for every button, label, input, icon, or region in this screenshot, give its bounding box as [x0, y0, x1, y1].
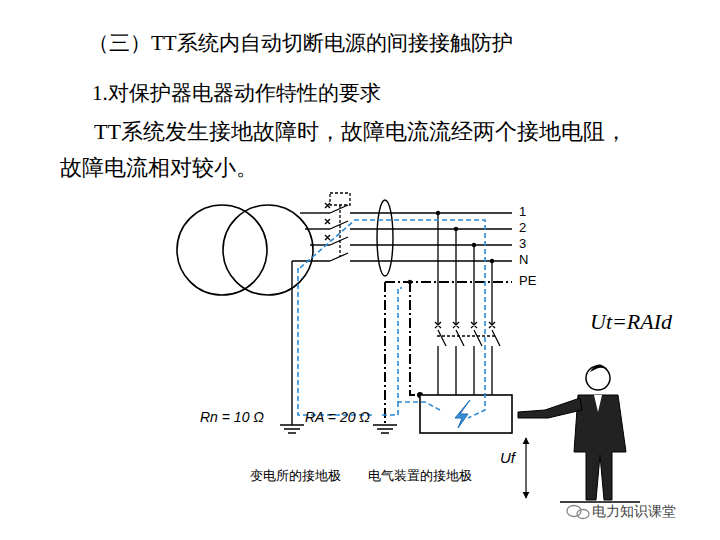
junction-dots: [408, 211, 494, 398]
resistance-value: RA = 20 Ω: [305, 408, 370, 426]
conductor-name: PE: [519, 273, 536, 289]
fault-current-path: [298, 220, 485, 418]
voltage-arrow: [525, 438, 526, 498]
earth-symbol: [280, 425, 304, 433]
section-heading: 1.对保护器电器动作特性的要求: [92, 80, 381, 106]
electrode-name: 电气装置的接地极: [368, 468, 472, 484]
conductor-name: N: [519, 252, 528, 268]
branch-switches: [435, 213, 500, 395]
fault-symbol: [455, 400, 470, 428]
voltage-name: Uf: [500, 448, 515, 467]
slide-title: （三）TT系统内自动切断电源的间接接触防护: [88, 30, 513, 56]
equipment-enclosure: [420, 395, 512, 433]
conductor-name: 2: [519, 220, 526, 236]
body-text: TT系统发生接地故障时，故障电流流经两个接地电阻，故障电流相对较小。: [60, 114, 638, 186]
earth-symbol: [373, 425, 397, 433]
main-switch: [325, 193, 350, 261]
neutral-earth-wire: [291, 261, 292, 425]
watermark: 电力知识课堂: [592, 502, 676, 520]
person-figure: [518, 364, 640, 502]
electrode-name: 变电所的接地极: [250, 468, 341, 484]
conductor-name: 1: [519, 204, 526, 220]
conductor-name: 3: [519, 236, 526, 252]
resistance-value: Rn = 10 Ω: [200, 408, 264, 426]
formula: Ut=RAId: [590, 308, 672, 336]
watermark-icon: [567, 506, 589, 519]
current-transformer: [377, 200, 393, 276]
